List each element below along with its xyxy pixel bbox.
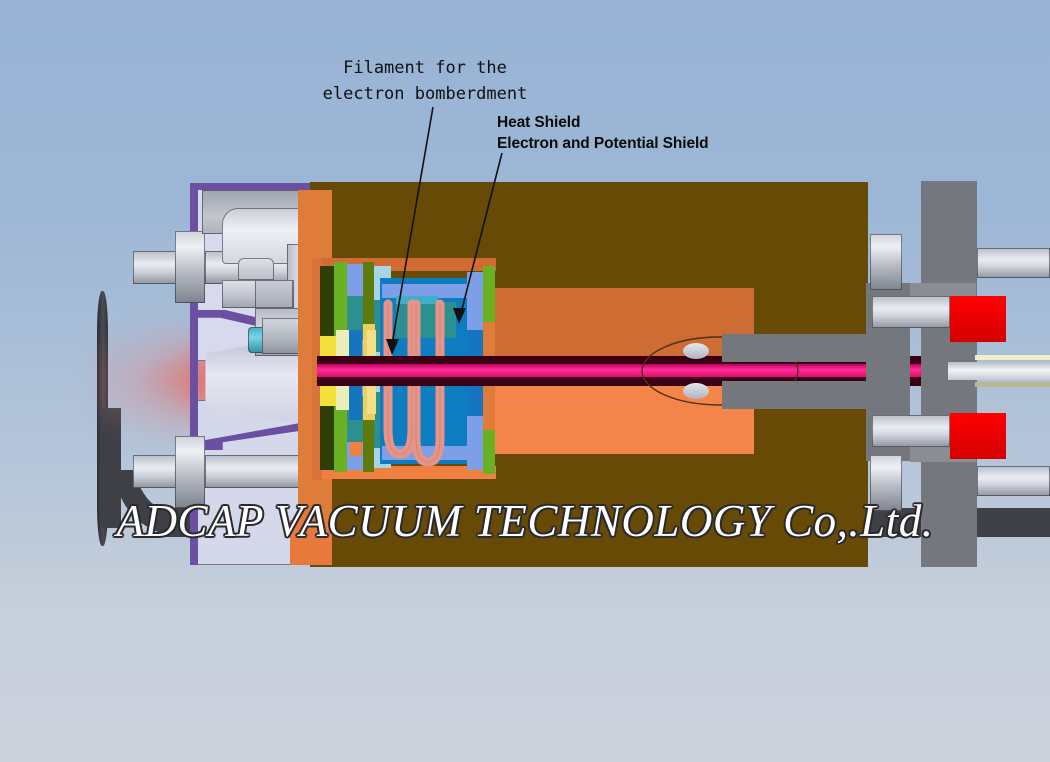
ball-joint-lower	[683, 383, 709, 399]
shield-blue-mid-lower	[349, 378, 362, 420]
orange-step-bottom	[290, 520, 332, 565]
feedthrough-rod-top-out	[977, 248, 1050, 278]
bolt-shaft-top-left	[133, 251, 181, 284]
ball-joint-outline	[641, 336, 799, 406]
feedthrough-rod-bottom-out	[977, 466, 1050, 496]
hex-nut-bottom-left	[175, 436, 205, 508]
shield-teal-upper	[347, 296, 363, 340]
clamp-bolt-head	[238, 258, 274, 280]
right-gray-plate-upper	[722, 334, 872, 362]
right-rod-trim-upper	[975, 355, 1050, 360]
right-gray-plate-lower	[722, 381, 872, 409]
red-insulator-bottom	[950, 413, 1006, 459]
feedthrough-rod-bottom	[872, 415, 950, 447]
right-extension-rod	[948, 362, 1050, 380]
bolt-shaft-bottom-right	[205, 455, 310, 488]
flange-outline-top-lip	[190, 183, 318, 190]
annotation-filament-line1: Filament for the	[343, 58, 507, 78]
annotation-filament: Filament for the electron bomberdment	[310, 55, 540, 107]
annotation-filament-line2: electron bomberdment	[322, 84, 528, 104]
annotation-shield-line1: Heat Shield	[497, 114, 581, 131]
anode-blue-notch-upper	[467, 330, 486, 362]
ball-joint-upper	[683, 343, 709, 359]
bolt-shaft-bottom-left	[133, 455, 181, 488]
hex-nut-top-left	[175, 231, 205, 303]
flange-outline-bar	[190, 183, 198, 565]
clamp-bolt-shaft	[255, 280, 293, 308]
annotation-shield: Heat Shield Electron and Potential Shiel…	[497, 112, 709, 154]
filament-mount-block	[396, 302, 456, 338]
right-rod-trim-lower	[975, 382, 1050, 387]
anode-blue-top-rail	[382, 284, 480, 298]
feedthrough-rod-top	[872, 296, 950, 328]
hex-nut-right-bottom	[870, 455, 902, 511]
stack-orange-accent	[350, 442, 362, 456]
right-flange-step-upper	[910, 283, 976, 299]
annotation-shield-line2: Electron and Potential Shield	[497, 135, 709, 152]
filament-hairpin	[383, 299, 445, 467]
center-rod-highlight	[317, 364, 951, 377]
right-bottom-post	[921, 537, 977, 567]
red-insulator-top	[950, 296, 1006, 342]
anode-blue-notch-lower	[467, 386, 486, 416]
hex-nut-right-top	[870, 234, 902, 290]
